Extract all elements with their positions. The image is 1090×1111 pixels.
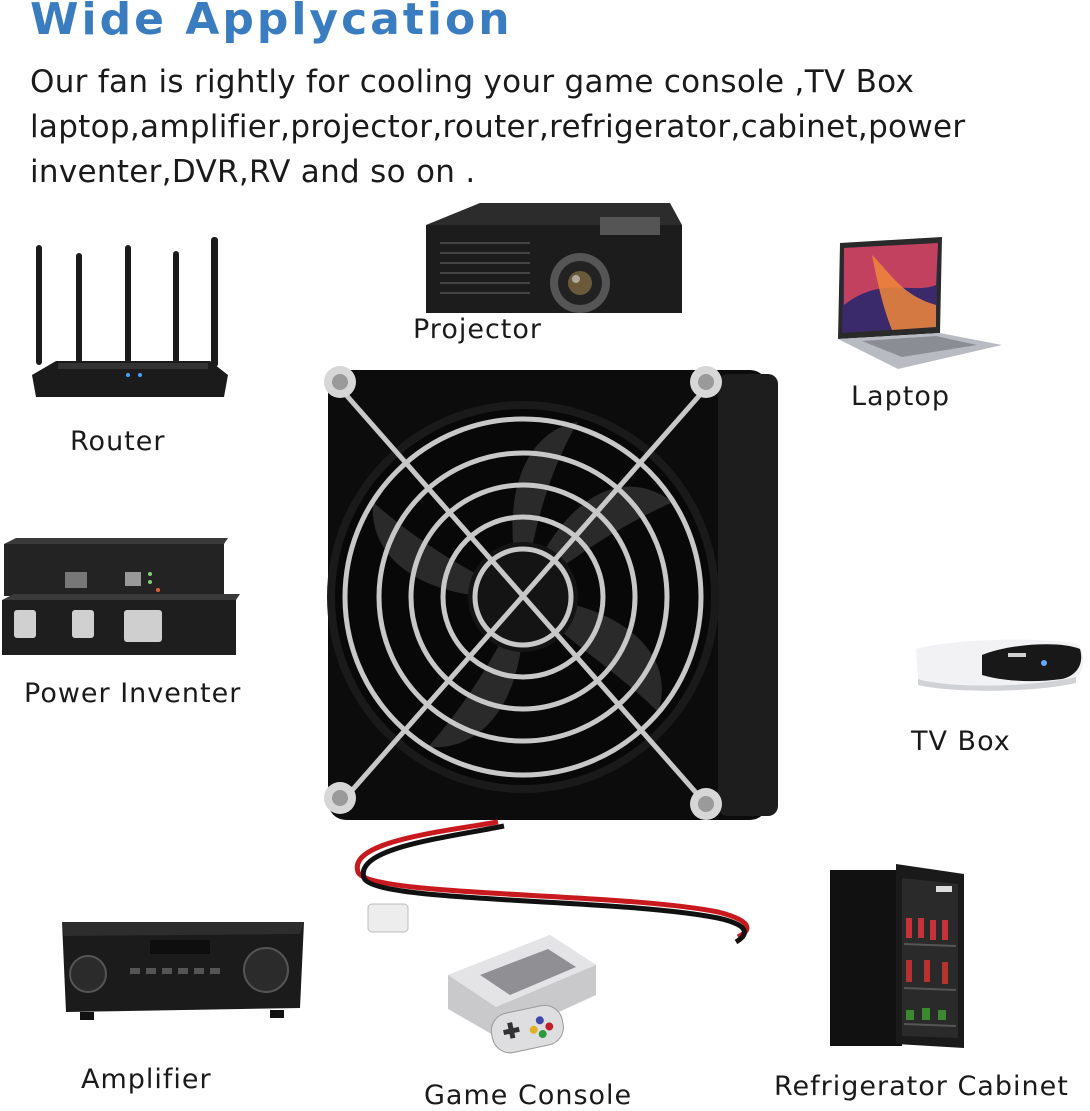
tv-box-label: TV Box bbox=[911, 726, 1011, 757]
projector-label: Projector bbox=[413, 314, 542, 345]
refrigerator-cabinet-label: Refrigerator Cabinet bbox=[774, 1071, 1069, 1102]
projector-image bbox=[426, 203, 682, 313]
amplifier-image bbox=[62, 922, 304, 1020]
cooling-fan-image bbox=[324, 366, 778, 945]
router-image bbox=[32, 237, 228, 397]
amplifier-label: Amplifier bbox=[81, 1064, 212, 1095]
game-console-label: Game Console bbox=[424, 1080, 633, 1111]
page-title: Wide Applycation bbox=[30, 0, 513, 45]
game-console-image bbox=[448, 935, 596, 1054]
description-text: Our fan is rightly for cooling your game… bbox=[30, 64, 966, 190]
power-inventer-label: Power Inventer bbox=[24, 678, 242, 709]
refrigerator-cabinet-image bbox=[830, 864, 964, 1048]
power-inventer-image bbox=[2, 538, 240, 655]
router-label: Router bbox=[70, 426, 166, 457]
laptop-image bbox=[838, 237, 1002, 369]
tv-box-image bbox=[916, 639, 1084, 691]
laptop-label: Laptop bbox=[851, 381, 950, 412]
